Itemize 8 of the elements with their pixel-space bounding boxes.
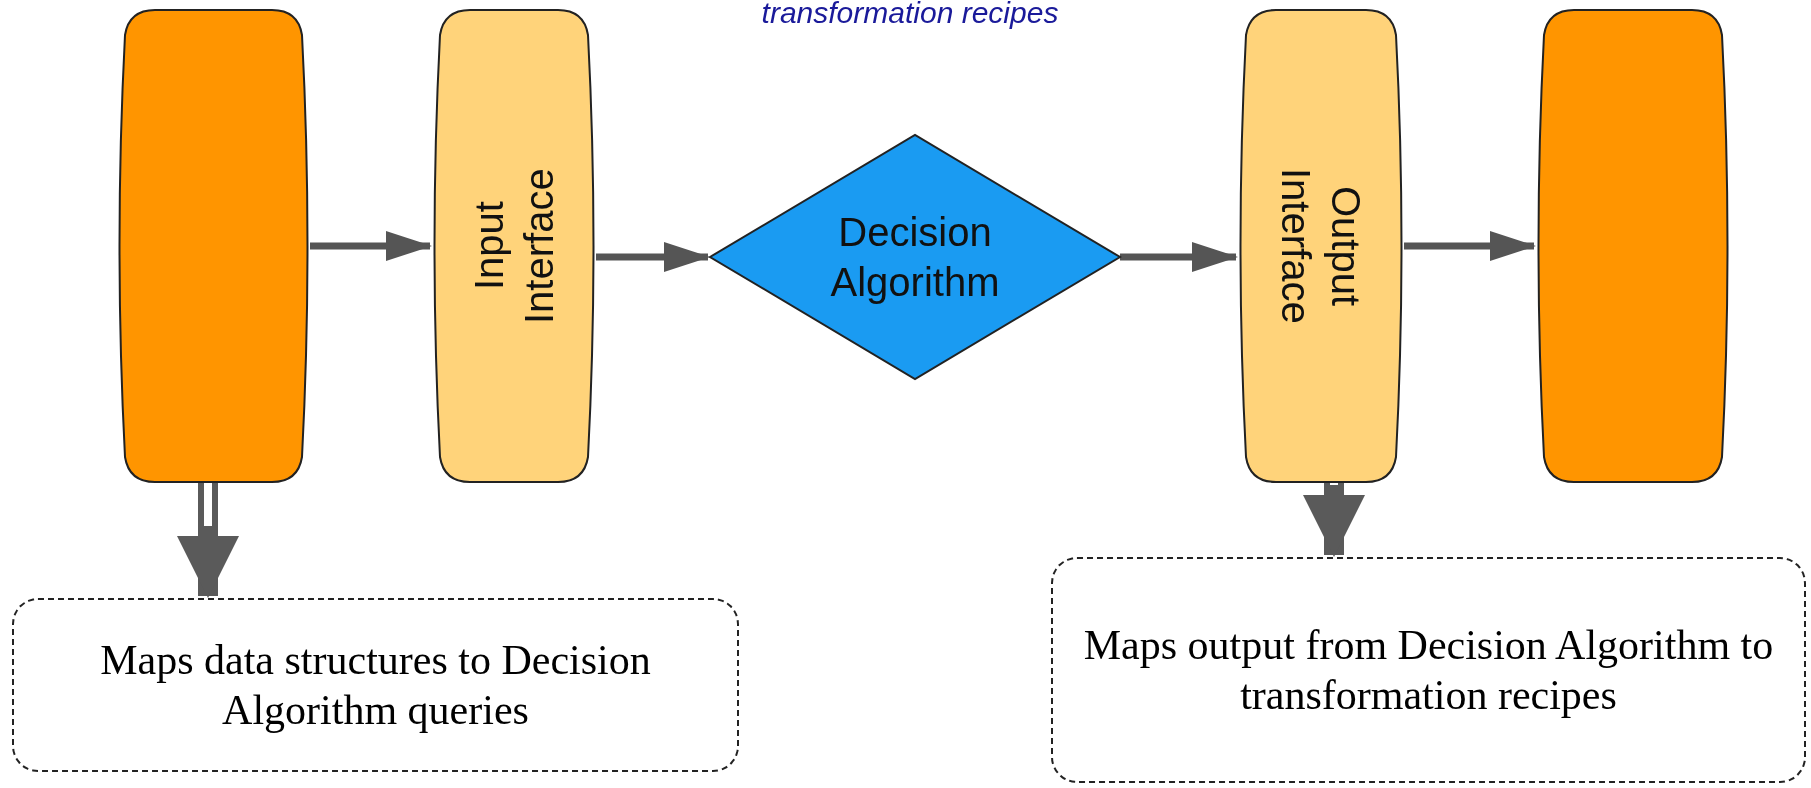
node-label: Output Interface — [1273, 167, 1369, 326]
node-label: Decision Algorithm — [829, 209, 1001, 306]
note-text: Maps data structures to Decision Algorithm queries — [99, 635, 652, 735]
note-text: Maps output from Decision Algorithm to transformation recipes — [1082, 620, 1775, 720]
note-box — [1051, 557, 1806, 783]
note-box — [12, 598, 739, 772]
node-label: Input Interface — [466, 167, 562, 326]
caption-text: transformation recipes — [760, 0, 1060, 30]
